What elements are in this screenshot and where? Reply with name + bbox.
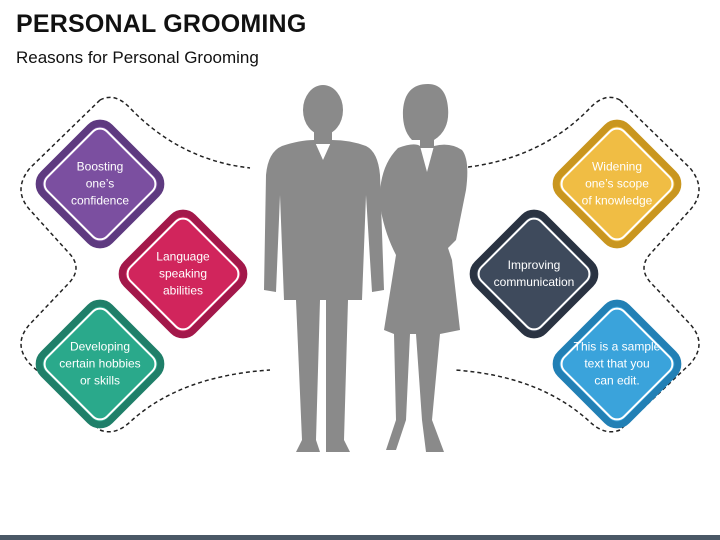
page-subtitle: Reasons for Personal Grooming	[16, 48, 259, 67]
bottom-bar	[0, 535, 720, 540]
card-language	[118, 209, 248, 339]
right-dashed-outline	[454, 96, 700, 433]
card-inner-border	[477, 217, 591, 331]
card-inner-border	[560, 307, 674, 421]
card-inner-border	[43, 127, 157, 241]
card-inner-border	[126, 217, 240, 331]
card-boosting	[35, 119, 165, 249]
card-widening	[552, 119, 682, 249]
card-communication	[469, 209, 599, 339]
businessman-silhouette	[264, 85, 384, 452]
card-inner-border	[43, 307, 157, 421]
left-dashed-outline	[20, 96, 271, 433]
businesswoman-silhouette	[379, 84, 468, 452]
cards-layer	[35, 119, 682, 429]
card-sample	[552, 299, 682, 429]
card-hobbies	[35, 299, 165, 429]
page-title: PERSONAL GROOMING	[16, 10, 307, 38]
card-inner-border	[560, 127, 674, 241]
